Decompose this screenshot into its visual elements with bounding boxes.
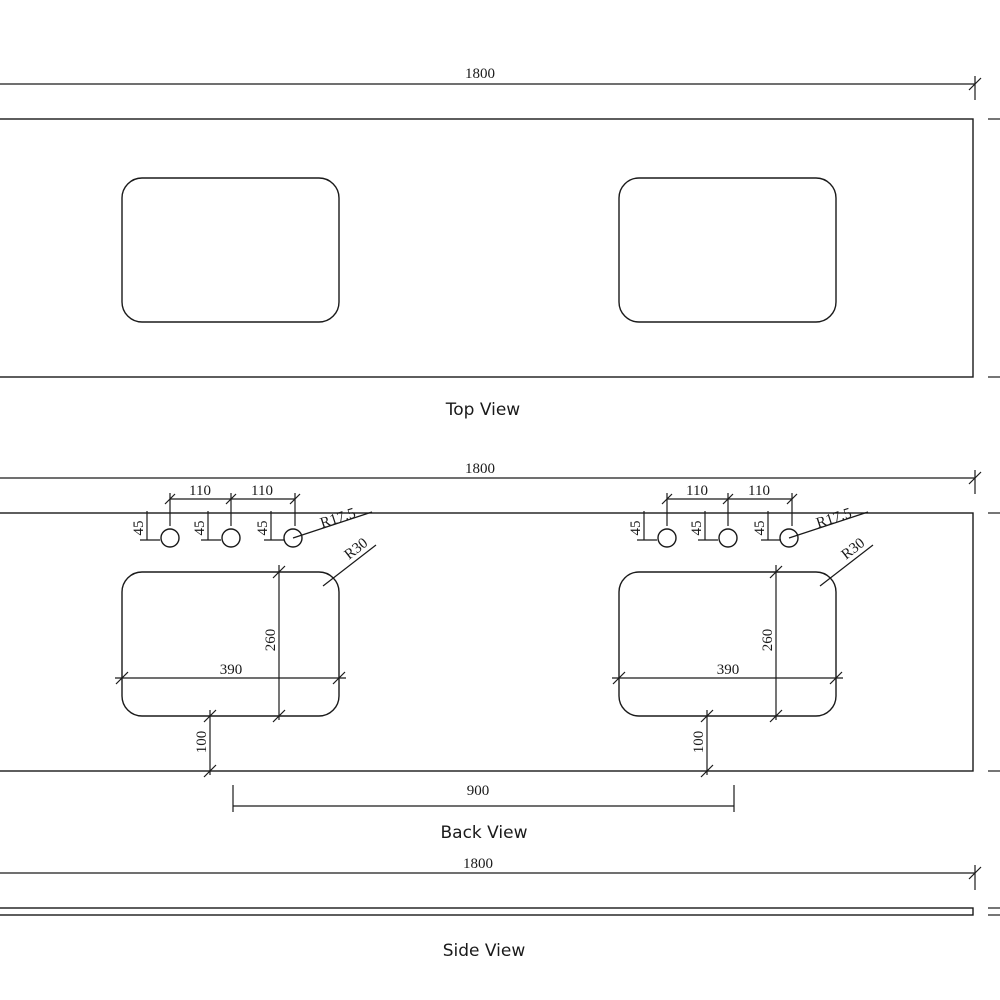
back-view: 1800 110 110 45 45 45 [0, 461, 1000, 843]
back-length-label: 1800 [465, 461, 495, 477]
left-tap-offset-1: 45 [131, 521, 147, 536]
left-front-offset: 100 [194, 731, 210, 754]
back-left-basin-group: 110 110 45 45 45 R17.5 R30 [115, 483, 377, 778]
left-tap-spacing-2: 110 [251, 483, 273, 499]
right-corner-radius: R30 [839, 535, 869, 563]
side-countertop-profile [0, 907, 974, 916]
right-tap-hole-3 [779, 528, 799, 548]
basin-center-label: 900 [467, 783, 490, 799]
back-length-dimension: 1800 [0, 461, 982, 494]
right-tap-offset-1: 45 [628, 521, 644, 536]
right-tap-radius: R17.5 [814, 505, 853, 531]
side-view: 1800 Side View [0, 856, 1000, 961]
top-right-basin [618, 177, 837, 323]
right-tap-offset-2: 45 [689, 521, 705, 536]
back-view-caption: Back View [440, 823, 527, 843]
back-right-basin [618, 571, 837, 717]
left-tap-spacing-1: 110 [189, 483, 211, 499]
left-tap-hole-3 [283, 528, 303, 548]
right-basin-depth: 260 [760, 629, 776, 652]
left-tap-offset-3: 45 [255, 521, 271, 536]
top-length-dimension: 1800 [0, 66, 982, 100]
left-basin-depth: 260 [263, 629, 279, 652]
right-tap-offset-3: 45 [752, 521, 768, 536]
basin-center-dimension: 900 [232, 783, 735, 812]
top-length-label: 1800 [465, 66, 495, 82]
left-tap-offset-2: 45 [192, 521, 208, 536]
side-view-caption: Side View [443, 941, 526, 961]
left-tap-hole-1 [160, 528, 180, 548]
side-length-label: 1800 [463, 856, 493, 872]
top-left-basin [121, 177, 340, 323]
top-countertop-outline [0, 118, 974, 378]
side-length-dimension: 1800 [0, 856, 982, 890]
top-view-caption: Top View [445, 400, 521, 420]
right-tap-spacing-1: 110 [686, 483, 708, 499]
right-basin-width: 390 [717, 662, 740, 678]
left-tap-hole-2 [221, 528, 241, 548]
left-tap-radius: R17.5 [318, 505, 357, 531]
right-tap-hole-2 [718, 528, 738, 548]
back-right-basin-group: 110 110 45 45 45 R17.5 R30 390 [612, 483, 874, 778]
right-tap-spacing-2: 110 [748, 483, 770, 499]
top-view: 1800 Top View [0, 66, 1000, 420]
right-tap-hole-1 [657, 528, 677, 548]
back-left-basin [121, 571, 340, 717]
back-countertop-outline [0, 512, 974, 772]
left-basin-width: 390 [220, 662, 243, 678]
left-corner-radius: R30 [342, 535, 372, 563]
right-front-offset: 100 [691, 731, 707, 754]
